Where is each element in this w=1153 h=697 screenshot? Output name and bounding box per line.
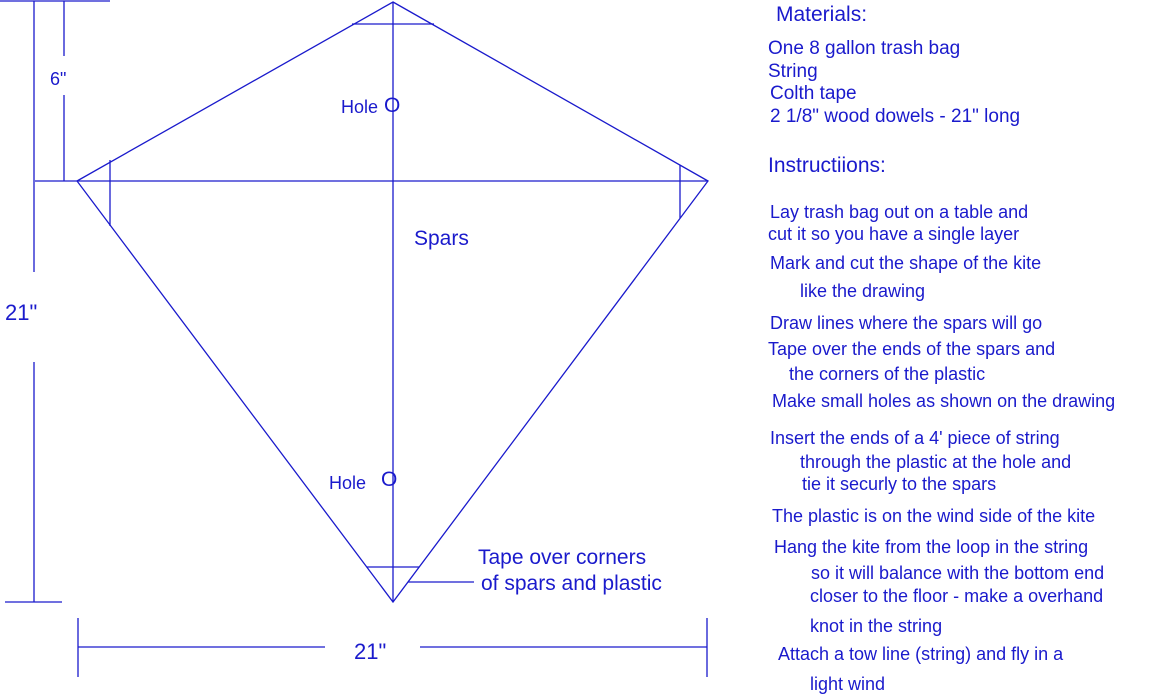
spars-label: Spars <box>414 227 469 250</box>
tape-note-line-1: Tape over corners <box>478 546 647 569</box>
instruction-line: Insert the ends of a 4' piece of string <box>770 428 1060 448</box>
instruction-line: through the plastic at the hole and <box>800 452 1072 472</box>
instruction-line: Mark and cut the shape of the kite <box>770 253 1042 273</box>
hole-bottom-label: Hole <box>329 473 367 493</box>
instruction-line: light wind <box>810 674 886 694</box>
dim-21-horizontal-label: 21" <box>354 639 387 664</box>
instruction-line: Tape over the ends of the spars and <box>768 339 1056 359</box>
hole-bottom-marker: O <box>381 468 398 491</box>
hole-top-marker: O <box>384 94 401 117</box>
materials-item: Colth tape <box>770 83 857 104</box>
dim-6-label: 6" <box>50 69 67 89</box>
instruction-line: closer to the floor - make a overhand <box>810 586 1104 606</box>
instruction-line: knot in the string <box>810 616 943 636</box>
instruction-line: Lay trash bag out on a table and <box>770 202 1029 222</box>
instructions-heading: Instructiions: <box>768 154 886 177</box>
instruction-line: Draw lines where the spars will go <box>770 313 1043 333</box>
instruction-line: tie it securly to the spars <box>802 474 997 494</box>
materials-heading: Materials: <box>776 3 868 26</box>
tape-note-line-2: of spars and plastic <box>481 572 662 595</box>
instruction-line: so it will balance with the bottom end <box>811 563 1105 583</box>
instruction-line: Make small holes as shown on the drawing <box>772 391 1116 411</box>
hole-top-label: Hole <box>341 97 379 117</box>
instruction-line: like the drawing <box>800 281 926 301</box>
instruction-line: Attach a tow line (string) and fly in a <box>778 644 1064 664</box>
instruction-line: Hang the kite from the loop in the strin… <box>774 537 1089 557</box>
instruction-line: the corners of the plastic <box>789 364 986 384</box>
instruction-line: The plastic is on the wind side of the k… <box>772 506 1096 526</box>
dim-21-vertical-label: 21" <box>5 300 38 325</box>
materials-item: String <box>768 61 818 82</box>
materials-item: One 8 gallon trash bag <box>768 38 961 59</box>
materials-item: 2 1/8" wood dowels - 21" long <box>770 106 1021 127</box>
instruction-line: cut it so you have a single layer <box>768 224 1020 244</box>
